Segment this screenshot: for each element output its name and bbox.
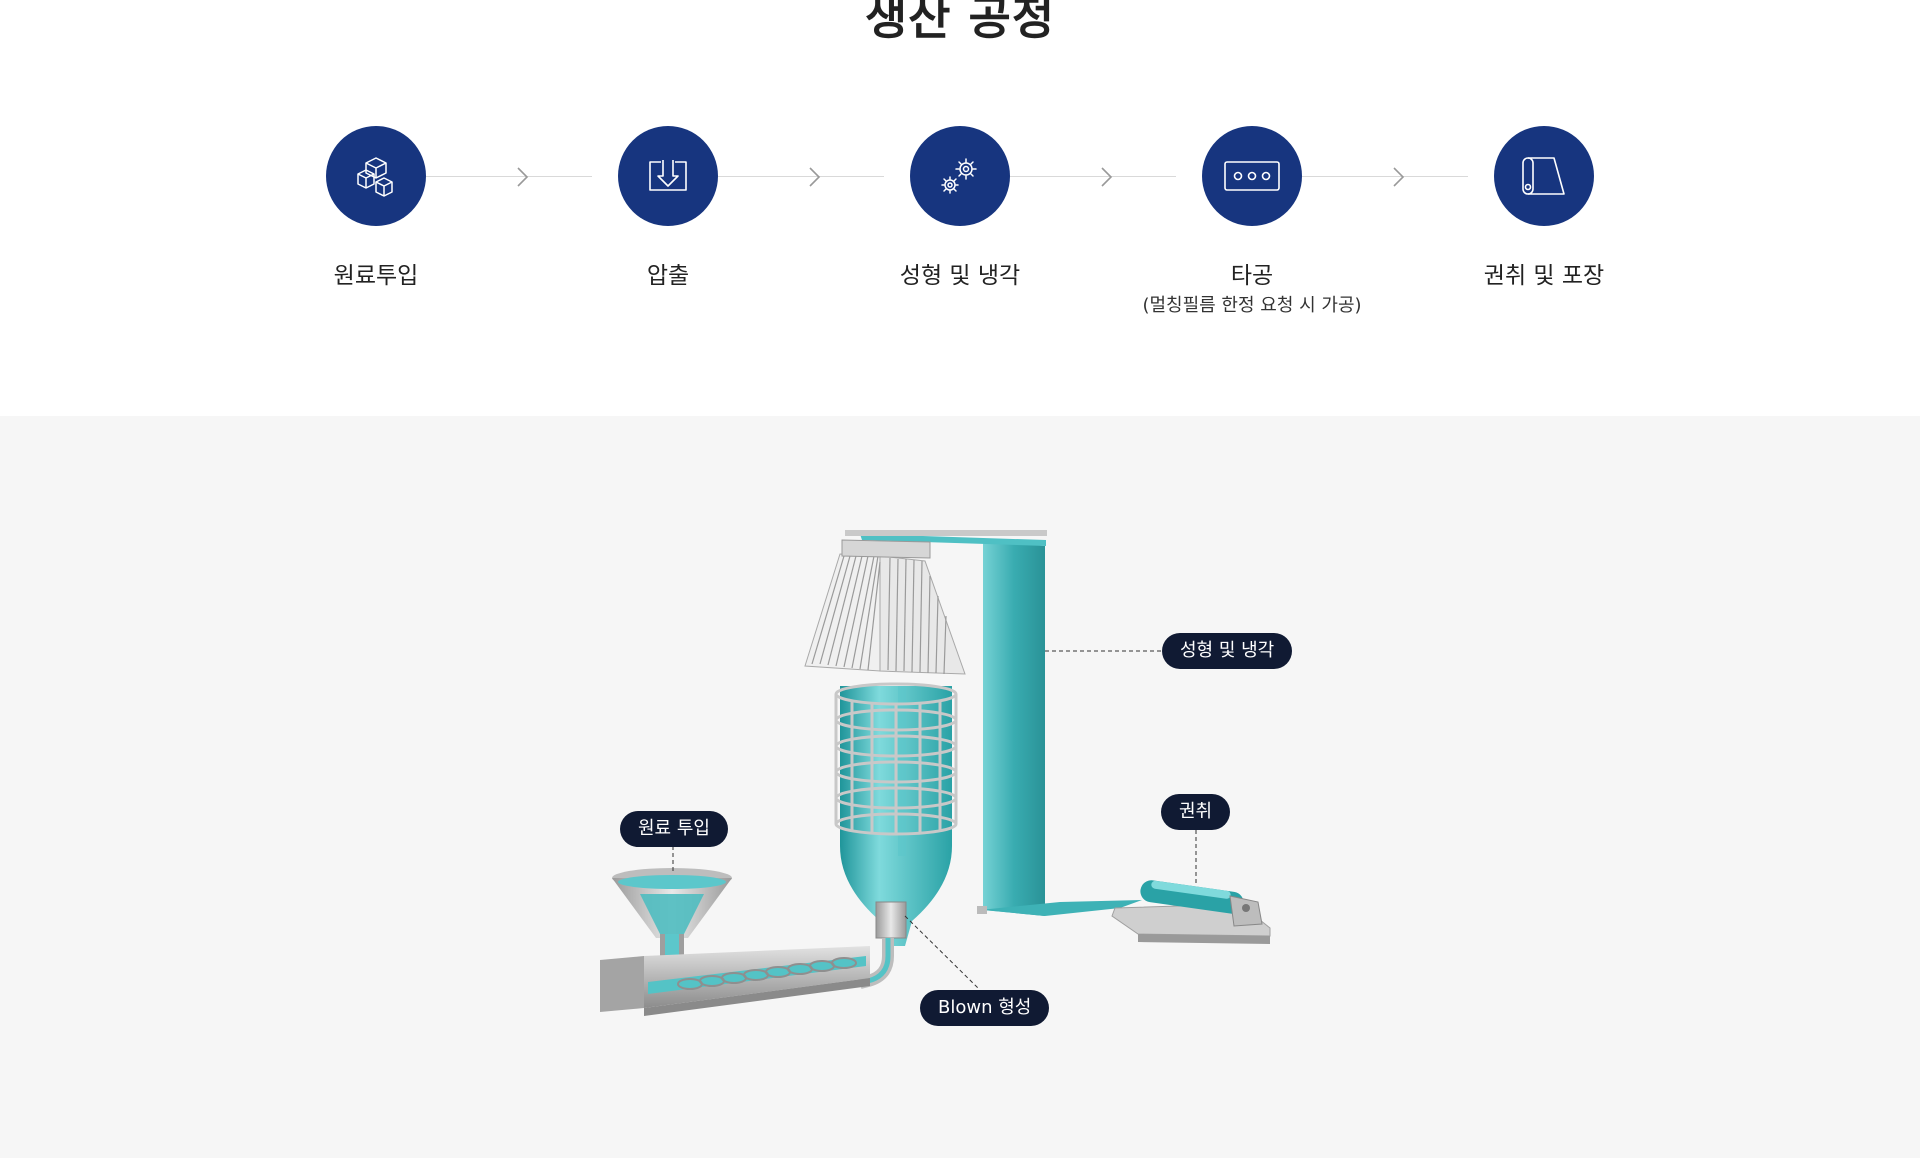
- extrude-icon: [649, 160, 687, 191]
- leader-lines: [672, 650, 1197, 989]
- gears-icon: [941, 158, 977, 194]
- chevron-right-icon: [517, 167, 529, 187]
- flow-connector: [1010, 176, 1176, 177]
- tag-winding: 권취: [1161, 794, 1231, 830]
- step-label: 성형 및 냉각: [899, 263, 1021, 289]
- step-circle: [910, 126, 1010, 226]
- film-sheet: [845, 530, 1142, 916]
- roll-icon: [1522, 157, 1565, 195]
- chevron-right-icon: [1393, 167, 1405, 187]
- step-label: 원료투입: [333, 263, 419, 289]
- winder: [1111, 880, 1271, 944]
- flow-connector: [1302, 176, 1468, 177]
- cooling-cage: [834, 682, 958, 836]
- step-label: 권취 및 포장: [1483, 263, 1605, 289]
- step-sublabel: (멀칭필름 한정 요청 시 가공): [1142, 295, 1362, 316]
- perforation-icon: [1224, 161, 1280, 191]
- chevron-right-icon: [1101, 167, 1113, 187]
- flow-connector: [718, 176, 884, 177]
- hopper: [612, 868, 732, 970]
- process-step-forming-cooling: 성형 및 냉각: [845, 126, 1075, 290]
- step-label: 타공: [1230, 263, 1274, 289]
- step-circle: [618, 126, 718, 226]
- tag-raw-input: 원료 투입: [620, 811, 728, 847]
- extruder: [600, 946, 870, 1016]
- cooling-roof: [804, 539, 966, 675]
- tag-blown-forming: Blown 형성: [920, 990, 1050, 1026]
- machine-diagram-section: 성형 및 냉각 권취 원료 투입 Blown 형성: [0, 416, 1920, 1158]
- process-flow-section: 생산 공정 원료투입 압출: [0, 0, 1920, 416]
- step-label: 압출: [646, 263, 690, 289]
- process-step-perforation: 타공 (멀칭필름 한정 요청 시 가공): [1137, 126, 1367, 318]
- page-title: 생산 공정: [864, 0, 1056, 45]
- flow-connector: [426, 176, 592, 177]
- chevron-right-icon: [809, 167, 821, 187]
- process-step-raw-input: 원료투입: [261, 126, 491, 290]
- blown-film-machine-illustration: [600, 530, 1271, 1016]
- tag-forming-cooling: 성형 및 냉각: [1162, 633, 1293, 669]
- step-circle: [1202, 126, 1302, 226]
- step-circle: [1494, 126, 1594, 226]
- cubes-icon: [357, 157, 393, 197]
- process-step-extrusion: 압출: [553, 126, 783, 290]
- step-circle: [326, 126, 426, 226]
- process-step-winding-packing: 권취 및 포장: [1429, 126, 1659, 290]
